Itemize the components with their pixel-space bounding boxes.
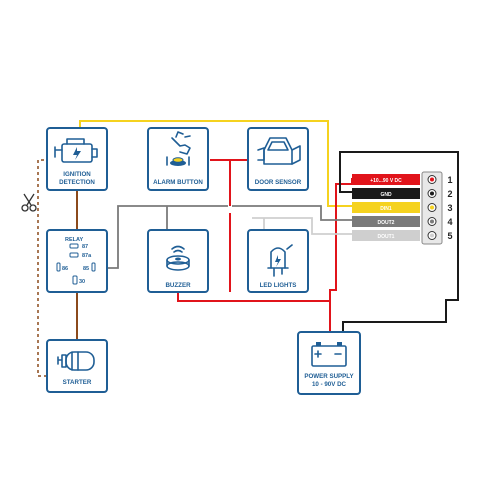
connector-pin-1: +10...90 V DC 1: [352, 174, 453, 185]
alarm-button-box: ALARM BUTTON: [147, 127, 209, 191]
buzzer-label: BUZZER: [165, 282, 191, 289]
connector: +10...90 V DC 1 GND 2 DIN1 3 DOUT2 4: [352, 171, 453, 245]
relay-pin-86: 86: [62, 266, 68, 272]
dout1-wire: [252, 217, 352, 235]
relay-pin-30: 30: [79, 279, 85, 285]
dout2-wire: [98, 205, 352, 269]
scissors-icon: [21, 193, 37, 212]
connector-pin-2: GND 2: [352, 188, 453, 199]
starter-motor-icon: [57, 351, 95, 371]
pin-1-number: 1: [447, 175, 452, 185]
pin-3-label: DIN1: [380, 206, 392, 212]
starter-label: STARTER: [63, 379, 92, 386]
pin-1-label: +10...90 V DC: [370, 178, 402, 184]
ignition-label-1: IGNITION: [63, 171, 91, 178]
connector-pin-3: DIN1 3: [352, 202, 453, 213]
pin-5-number: 5: [447, 231, 452, 241]
power-supply-label-2: 10 - 90V DC: [312, 381, 347, 388]
starter-box: STARTER: [46, 339, 108, 393]
engine-icon: [54, 138, 98, 163]
alarm-button-label: ALARM BUTTON: [153, 179, 203, 186]
connector-pin-5: DOUT1 5: [352, 230, 453, 241]
car-door-icon: [257, 137, 301, 165]
door-sensor-box: DOOR SENSOR: [247, 127, 309, 191]
relay-pin-87a: 87a: [82, 253, 92, 259]
bypass-cut-wire: [37, 159, 50, 377]
led-icon: [267, 244, 293, 277]
din1-wire: [79, 120, 352, 207]
door-sensor-label: DOOR SENSOR: [255, 179, 302, 186]
pin-3-number: 3: [447, 203, 452, 213]
pin-5-label: DOUT1: [378, 234, 395, 240]
connector-pin-4: DOUT2 4: [352, 216, 453, 227]
power-supply-box: POWER SUPPLY 10 - 90V DC: [297, 331, 361, 395]
hand-press-icon: [166, 131, 191, 166]
pin-2-number: 2: [447, 189, 452, 199]
pin-2-label: GND: [380, 192, 392, 198]
power-wire-feed: [177, 178, 353, 302]
relay-label: RELAY: [65, 237, 83, 243]
power-supply-label-1: POWER SUPPLY: [304, 373, 354, 380]
gnd-wire: [339, 151, 459, 332]
buzzer-icon: [166, 245, 190, 271]
ignition-label-2: DETECTION: [59, 179, 95, 186]
led-lights-label: LED LIGHTS: [260, 282, 297, 289]
pin-4-label: DOUT2: [378, 220, 395, 226]
led-lights-box: LED LIGHTS: [247, 229, 309, 293]
relay-pin-85: 85: [83, 266, 89, 272]
wires: [37, 120, 459, 377]
ignition-detection-box: IGNITION DETECTION: [46, 127, 108, 191]
relay-pin-87: 87: [82, 244, 88, 250]
pin-4-number: 4: [447, 217, 452, 227]
buzzer-box: BUZZER: [147, 229, 209, 293]
relay-icon: [56, 243, 96, 285]
battery-icon: [311, 342, 347, 367]
relay-box: RELAY 87 87a 86 85 30: [46, 229, 108, 293]
